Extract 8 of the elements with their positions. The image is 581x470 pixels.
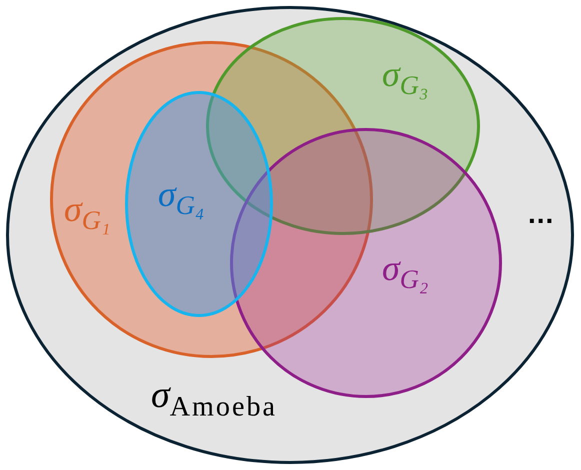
set-ellipse [125,91,273,317]
outer-ellipse [6,6,574,464]
set-label: σ$_{G₂}$ [382,250,428,296]
set-label: σ$_{G₃}$ [382,56,428,102]
set-label: σ$_{G₄}$ [158,176,204,222]
set-label: σ$_{Amoeba}$ [151,376,277,420]
ellipsis-text: ... [528,200,554,228]
set-label: σ$_{G₁}$ [64,191,110,237]
